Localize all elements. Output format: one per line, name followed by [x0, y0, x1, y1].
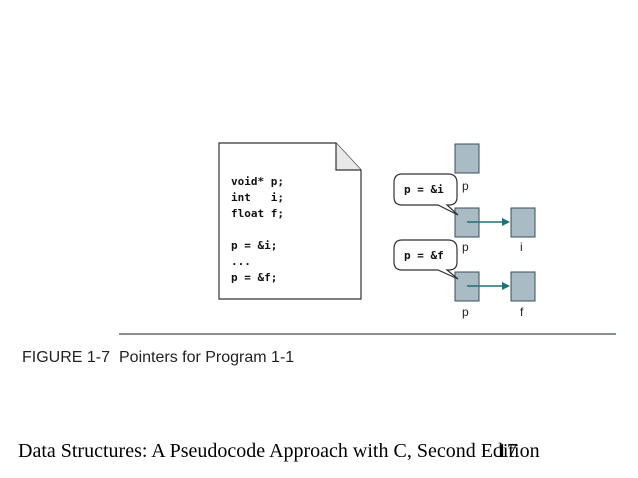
label-p-initial: p — [462, 179, 469, 193]
pointer-p-initial-box — [454, 143, 480, 174]
code-line-6: ... — [231, 255, 251, 268]
document-fold — [335, 143, 361, 171]
callout-text-1: p = &i — [404, 183, 444, 196]
figure-number: FIGURE 1-7 — [22, 349, 110, 366]
label-p-mid: p — [462, 240, 469, 254]
code-line-2: int i; — [231, 191, 284, 204]
code-line-1: void* p; — [231, 175, 284, 188]
figure-title: Pointers for Program 1-1 — [119, 349, 294, 366]
label-p-bottom: p — [462, 305, 469, 319]
label-f: f — [520, 305, 524, 319]
code-line-5: p = &i; — [231, 239, 277, 252]
code-document: void* p; int i; float f; p = &i; ... p =… — [218, 142, 362, 300]
document-page — [218, 142, 362, 300]
book-footer: Data Structures: A Pseudocode Approach w… — [18, 440, 540, 462]
callout-text-2: p = &f — [404, 249, 444, 262]
label-i: i — [520, 240, 523, 254]
code-line-7: p = &f; — [231, 271, 277, 284]
page-number: 17 — [497, 440, 517, 462]
arrow-p-to-i — [467, 218, 510, 226]
arrow-p-to-f — [467, 282, 510, 290]
variable-f-box — [510, 271, 536, 302]
callout-p-equals-addr-f: p = &f — [393, 239, 459, 280]
callout-p-equals-addr-i: p = &i — [393, 173, 459, 216]
variable-i-box — [510, 207, 536, 238]
code-line-3: float f; — [231, 207, 284, 220]
